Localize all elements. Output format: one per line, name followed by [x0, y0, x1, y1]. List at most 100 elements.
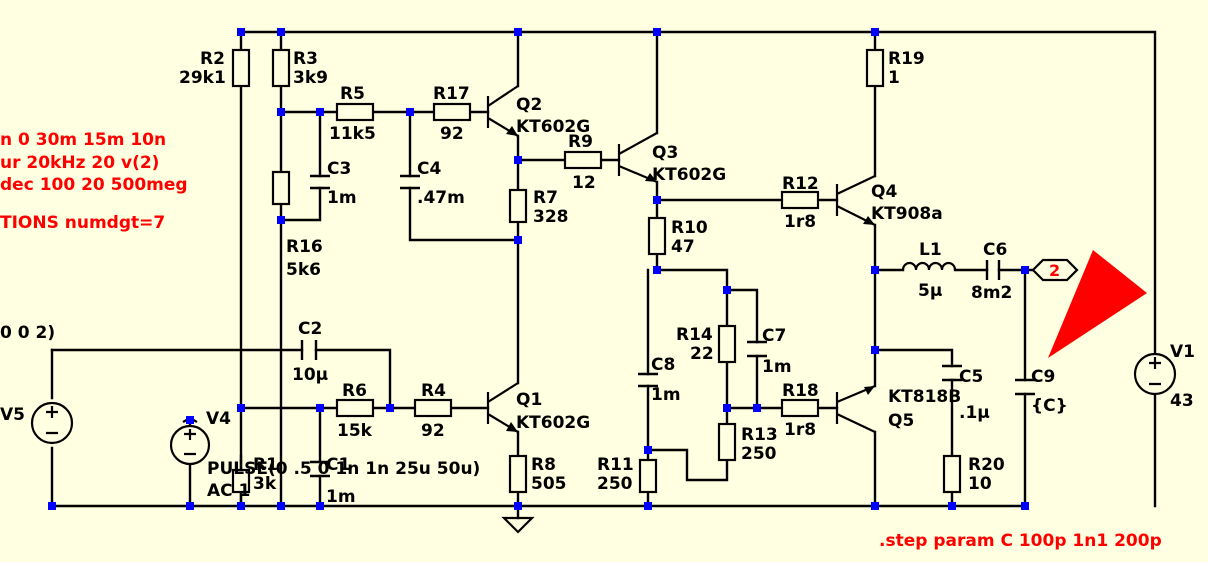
voltage-source-v5[interactable]: [30, 401, 74, 445]
capacitor-c5[interactable]: [942, 364, 962, 382]
label-q3-ref: Q3: [652, 143, 678, 163]
resistor-r14[interactable]: [717, 324, 737, 364]
resistor-r1[interactable]: [231, 468, 251, 494]
net-label-flag[interactable]: 2: [1031, 258, 1079, 282]
label-c8-value: 1m: [651, 385, 681, 405]
component-labels: R2 29k1 R3 3k9 R5 11k5 R17 92 Q2 KT602G …: [0, 49, 1195, 507]
directive-four[interactable]: ur 20kHz 20 v(2): [0, 153, 159, 173]
junctions: [48, 28, 1029, 510]
label-r6-ref: R6: [342, 381, 367, 401]
resistor-r11[interactable]: [638, 458, 658, 494]
label-r14-value: 22: [690, 344, 714, 364]
label-v5-partial: 0 0 2): [0, 323, 55, 343]
transistor-q4[interactable]: [835, 175, 876, 226]
label-c7-ref: C7: [762, 326, 786, 346]
net-label-2: 2: [1049, 261, 1060, 280]
label-c6-ref: C6: [983, 240, 1007, 260]
voltage-source-v1[interactable]: [1133, 352, 1177, 396]
label-c8-ref: C8: [651, 355, 675, 375]
label-c6-value: 8m2: [971, 283, 1012, 303]
directive-ac[interactable]: dec 100 20 500meg: [0, 175, 188, 195]
label-q4-ref: Q4: [871, 182, 897, 202]
sources: [30, 352, 1177, 466]
resistor-r5[interactable]: [335, 102, 375, 122]
label-r5-value: 11k5: [329, 124, 376, 144]
transistor-q2[interactable]: [486, 85, 519, 137]
label-c5-ref: C5: [959, 367, 983, 387]
capacitor-c4[interactable]: [400, 174, 420, 190]
label-r8-ref: R8: [531, 455, 556, 475]
label-q2-ref: Q2: [516, 95, 542, 115]
resistor-r2[interactable]: [231, 48, 251, 88]
directive-options[interactable]: TIONS numdgt=7: [0, 213, 165, 233]
capacitor-c3[interactable]: [310, 174, 330, 190]
label-r3-ref: R3: [293, 49, 318, 69]
resistor-r18[interactable]: [780, 398, 820, 418]
resistor-r13[interactable]: [717, 422, 737, 462]
label-r1-ref: R1: [253, 455, 278, 475]
label-c9-ref: C9: [1031, 367, 1055, 387]
label-r2-value: 29k1: [179, 68, 226, 88]
label-r14-ref: R14: [676, 325, 713, 345]
capacitor-c6[interactable]: [985, 260, 1001, 280]
label-c3-ref: C3: [327, 159, 351, 179]
label-r7-value: 328: [533, 207, 569, 227]
label-r16-ref: R16: [286, 237, 323, 257]
label-l1-value: 5µ: [918, 281, 942, 301]
resistor-r16[interactable]: [271, 170, 291, 206]
capacitor-c2[interactable]: [300, 340, 318, 360]
label-r12-ref: R12: [782, 174, 819, 194]
label-r1-value: 3k: [253, 474, 277, 494]
label-l1-ref: L1: [919, 240, 942, 260]
resistor-r17[interactable]: [432, 102, 472, 122]
label-r9-value: 12: [572, 173, 596, 193]
capacitor-c1[interactable]: [310, 460, 330, 478]
label-r20-ref: R20: [968, 455, 1005, 475]
label-v4-ac: AC 1: [207, 481, 250, 501]
label-r6-value: 15k: [337, 421, 373, 441]
label-r18-value: 1r8: [784, 420, 816, 440]
label-r4-ref: R4: [421, 381, 446, 401]
resistor-r12[interactable]: [780, 190, 820, 210]
resistor-r6[interactable]: [335, 398, 375, 418]
label-r19-ref: R19: [888, 49, 925, 69]
transistor-q3[interactable]: [617, 132, 658, 184]
resistor-r19[interactable]: [865, 48, 885, 88]
label-c2-value: 10µ: [292, 365, 328, 385]
resistor-r8[interactable]: [508, 454, 528, 494]
resistor-r20[interactable]: [942, 454, 962, 494]
directive-tran[interactable]: n 0 30m 15m 10n: [0, 130, 166, 150]
transistor-q1[interactable]: [486, 382, 519, 433]
label-q1-value: KT602G: [516, 413, 590, 433]
label-c3-value: 1m: [327, 188, 357, 208]
label-r11-value: 250: [597, 474, 633, 494]
capacitor-c9[interactable]: [1015, 378, 1035, 396]
resistor-r9[interactable]: [563, 150, 603, 170]
inductor-l1[interactable]: [901, 261, 957, 271]
capacitor-c8[interactable]: [638, 372, 658, 388]
resistor-r4[interactable]: [413, 398, 453, 418]
label-v4-ref: V4: [206, 409, 231, 429]
label-c2-ref: C2: [298, 319, 322, 339]
resistor-r3[interactable]: [271, 48, 291, 88]
label-r20-value: 10: [968, 474, 992, 494]
directive-step[interactable]: .step param C 100p 1n1 200p: [879, 531, 1162, 551]
resistor-r7[interactable]: [508, 188, 528, 224]
label-q1-ref: Q1: [516, 390, 542, 410]
label-q3-value: KT602G: [652, 165, 726, 185]
label-c9-value: {C}: [1031, 396, 1068, 416]
transistor-q5[interactable]: [835, 384, 876, 433]
label-q5-ref: Q5: [888, 411, 914, 431]
resistors: [231, 48, 962, 494]
capacitors: [300, 174, 1035, 478]
label-r4-value: 92: [421, 421, 445, 441]
label-c7-value: 1m: [762, 357, 792, 377]
spice-directives: n 0 30m 15m 10n ur 20kHz 20 v(2) dec 100…: [0, 130, 1162, 551]
capacitor-c7[interactable]: [747, 340, 767, 358]
label-r19-value: 1: [888, 68, 900, 88]
label-r11-ref: R11: [597, 455, 634, 475]
resistor-r10[interactable]: [647, 216, 667, 256]
label-r10-ref: R10: [671, 218, 708, 238]
label-q4-value: KT908a: [871, 204, 943, 224]
